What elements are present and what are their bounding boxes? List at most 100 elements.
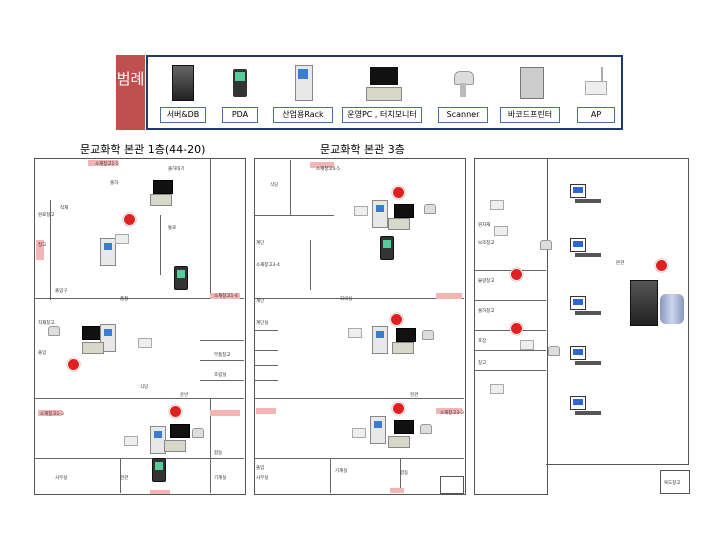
legend-item-rack: 산업용Rack bbox=[273, 57, 333, 128]
monitor-icon bbox=[396, 328, 416, 342]
industrial-rack-icon bbox=[100, 324, 116, 352]
room-label: 원자재 bbox=[478, 223, 491, 228]
database-icon bbox=[660, 294, 684, 324]
monitor-icon bbox=[394, 420, 414, 434]
floor3-plan bbox=[254, 158, 466, 495]
room-label: 회의실 bbox=[340, 297, 353, 302]
room-label: 적재 bbox=[60, 206, 69, 211]
ap-icon bbox=[585, 81, 607, 95]
monitor-icon bbox=[153, 180, 173, 194]
room-label: 합동 bbox=[400, 471, 409, 476]
ap-icon bbox=[124, 436, 138, 446]
room-label: 복도창고 bbox=[664, 481, 681, 486]
room-label: 포장 bbox=[478, 339, 487, 344]
room-label: 운반 bbox=[180, 393, 189, 398]
room-label: 창고 bbox=[38, 243, 47, 248]
workstation-icon bbox=[570, 238, 586, 252]
room-label: 소재창고1-3 bbox=[40, 412, 64, 417]
room-label: 불량창고 bbox=[478, 279, 495, 284]
room-label: 현관 bbox=[410, 393, 419, 398]
room-label: 기계실 bbox=[335, 469, 348, 474]
scanner-icon bbox=[192, 428, 204, 438]
room-label: 소재창고1-5 bbox=[95, 162, 119, 167]
room-label: 보조창고 bbox=[478, 241, 495, 246]
small-room bbox=[440, 476, 464, 494]
pc-icon bbox=[388, 436, 410, 448]
pc-icon bbox=[82, 342, 104, 354]
legend-label: 운영PC , 터치모니터 bbox=[342, 107, 422, 123]
room-label: 출입 bbox=[256, 466, 265, 471]
ap-icon bbox=[490, 384, 504, 394]
room-label: 출입 bbox=[38, 351, 47, 356]
pc-icon bbox=[392, 342, 414, 354]
floor1-title: 문교화학 본관 1층(44-20) bbox=[80, 143, 206, 156]
location-pin bbox=[510, 322, 523, 335]
pda-icon bbox=[380, 236, 394, 260]
room-label: 기계실 bbox=[214, 476, 227, 481]
room-label: 출하창고 bbox=[478, 309, 495, 314]
room-label: 조립실 bbox=[214, 373, 227, 378]
scanner-icon bbox=[422, 330, 434, 340]
room-label: 자재창고 bbox=[38, 321, 55, 326]
legend-item-printer: 바코드프린터 bbox=[500, 57, 560, 128]
scanner-icon bbox=[540, 240, 552, 250]
legend-box: 서버&DB PDA 산업용Rack 운영PC , 터치모니터 Scanner 바… bbox=[146, 55, 623, 130]
room-label: 식당 bbox=[270, 183, 279, 188]
workstation-icon bbox=[570, 346, 586, 360]
industrial-rack-icon bbox=[150, 426, 166, 454]
room-label: 사무실 bbox=[256, 476, 269, 481]
right-wing bbox=[474, 158, 548, 495]
ap-icon bbox=[348, 328, 362, 338]
industrial-rack-icon bbox=[372, 326, 388, 354]
room-label: 소재창고1-4 bbox=[214, 294, 238, 299]
room-label: 원료창고 bbox=[38, 213, 55, 218]
legend-label: 서버&DB bbox=[160, 107, 206, 123]
legend-title: 범례 bbox=[116, 55, 145, 130]
pc-icon bbox=[150, 194, 172, 206]
room-label: 품질 bbox=[120, 297, 129, 302]
server-room bbox=[546, 158, 689, 465]
room-label: 창고 bbox=[478, 361, 487, 366]
workstation-icon bbox=[570, 296, 586, 310]
floor3-title: 문교화학 본관 3층 bbox=[320, 143, 405, 156]
location-pin bbox=[169, 405, 182, 418]
legend-label: 바코드프린터 bbox=[500, 107, 560, 123]
location-pin bbox=[123, 213, 136, 226]
ap-icon bbox=[138, 338, 152, 348]
room-label: 출하대기 bbox=[168, 167, 185, 172]
location-pin bbox=[655, 259, 668, 272]
industrial-rack-icon bbox=[100, 238, 116, 266]
floor1-plan bbox=[34, 158, 246, 495]
scanner-icon bbox=[48, 326, 60, 336]
ap-icon bbox=[352, 428, 366, 438]
pda-icon bbox=[174, 266, 188, 290]
pc-touch-monitor-icon bbox=[370, 67, 398, 85]
ap-icon bbox=[490, 200, 504, 210]
ap-icon bbox=[494, 226, 508, 236]
legend-item-pda: PDA bbox=[218, 57, 258, 128]
server-db-icon bbox=[172, 65, 194, 101]
legend-label: PDA bbox=[222, 107, 258, 123]
workstation-icon bbox=[570, 184, 586, 198]
industrial-rack-icon bbox=[372, 200, 388, 228]
legend-item-pc: 운영PC , 터치모니터 bbox=[340, 57, 422, 128]
room-label: 현관 bbox=[120, 476, 129, 481]
ap-icon bbox=[520, 340, 534, 350]
corner-room bbox=[660, 470, 690, 494]
monitor-icon bbox=[394, 204, 414, 218]
location-pin bbox=[67, 358, 80, 371]
room-label: 소재창고3-3 bbox=[440, 411, 464, 416]
legend-item-server: 서버&DB bbox=[158, 57, 208, 128]
room-label: 식당 bbox=[140, 385, 149, 390]
location-pin bbox=[390, 313, 403, 326]
room-label: 소재창고3-5 bbox=[316, 167, 340, 172]
pda-icon bbox=[152, 458, 166, 482]
industrial-rack-icon bbox=[370, 416, 386, 444]
server-icon bbox=[630, 280, 658, 326]
legend-label: 산업용Rack bbox=[273, 107, 333, 123]
scanner-icon bbox=[420, 424, 432, 434]
room-label: 소재창고3-4 bbox=[256, 263, 280, 268]
room-label: 통로 bbox=[168, 226, 177, 231]
legend-label: AP bbox=[577, 107, 615, 123]
location-pin bbox=[392, 402, 405, 415]
